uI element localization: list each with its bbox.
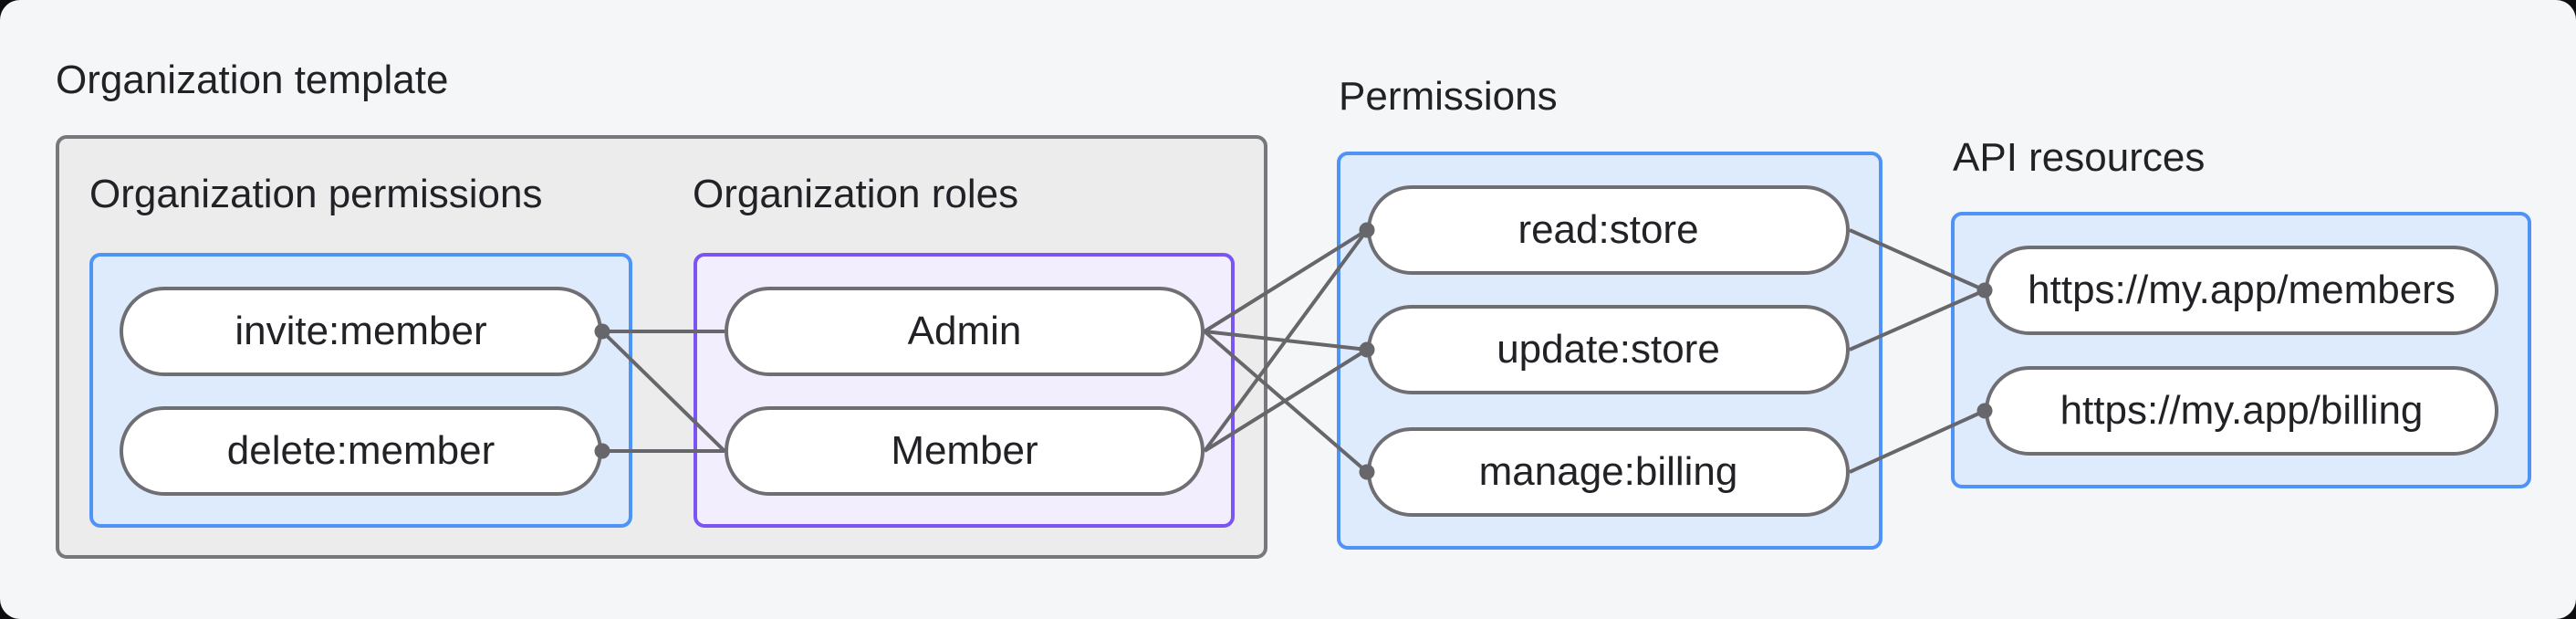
node-members-api: https://my.app/members xyxy=(1985,246,2498,335)
node-label: https://my.app/billing xyxy=(2060,388,2424,433)
node-label: update:store xyxy=(1497,327,1720,372)
api-resources-label: API resources xyxy=(1953,135,2206,180)
node-label: Member xyxy=(891,428,1038,473)
node-label: Admin xyxy=(907,309,1022,353)
organization-template-title: Organization template xyxy=(56,58,449,102)
node-label: manage:billing xyxy=(1478,449,1738,494)
node-read: read:store xyxy=(1367,185,1850,275)
node-invite: invite:member xyxy=(120,287,602,376)
node-label: delete:member xyxy=(226,428,495,473)
node-admin: Admin xyxy=(725,287,1205,376)
organization-roles-label: Organization roles xyxy=(693,172,1019,216)
node-label: invite:member xyxy=(235,309,487,353)
node-label: read:store xyxy=(1517,207,1699,252)
node-manage: manage:billing xyxy=(1367,427,1850,517)
node-member: Member xyxy=(725,406,1205,496)
permissions-label: Permissions xyxy=(1339,74,1558,119)
organization-permissions-label: Organization permissions xyxy=(89,172,543,216)
node-delete: delete:member xyxy=(120,406,602,496)
node-label: https://my.app/members xyxy=(2028,268,2456,312)
node-billing-api: https://my.app/billing xyxy=(1985,366,2498,456)
node-update: update:store xyxy=(1367,305,1850,394)
